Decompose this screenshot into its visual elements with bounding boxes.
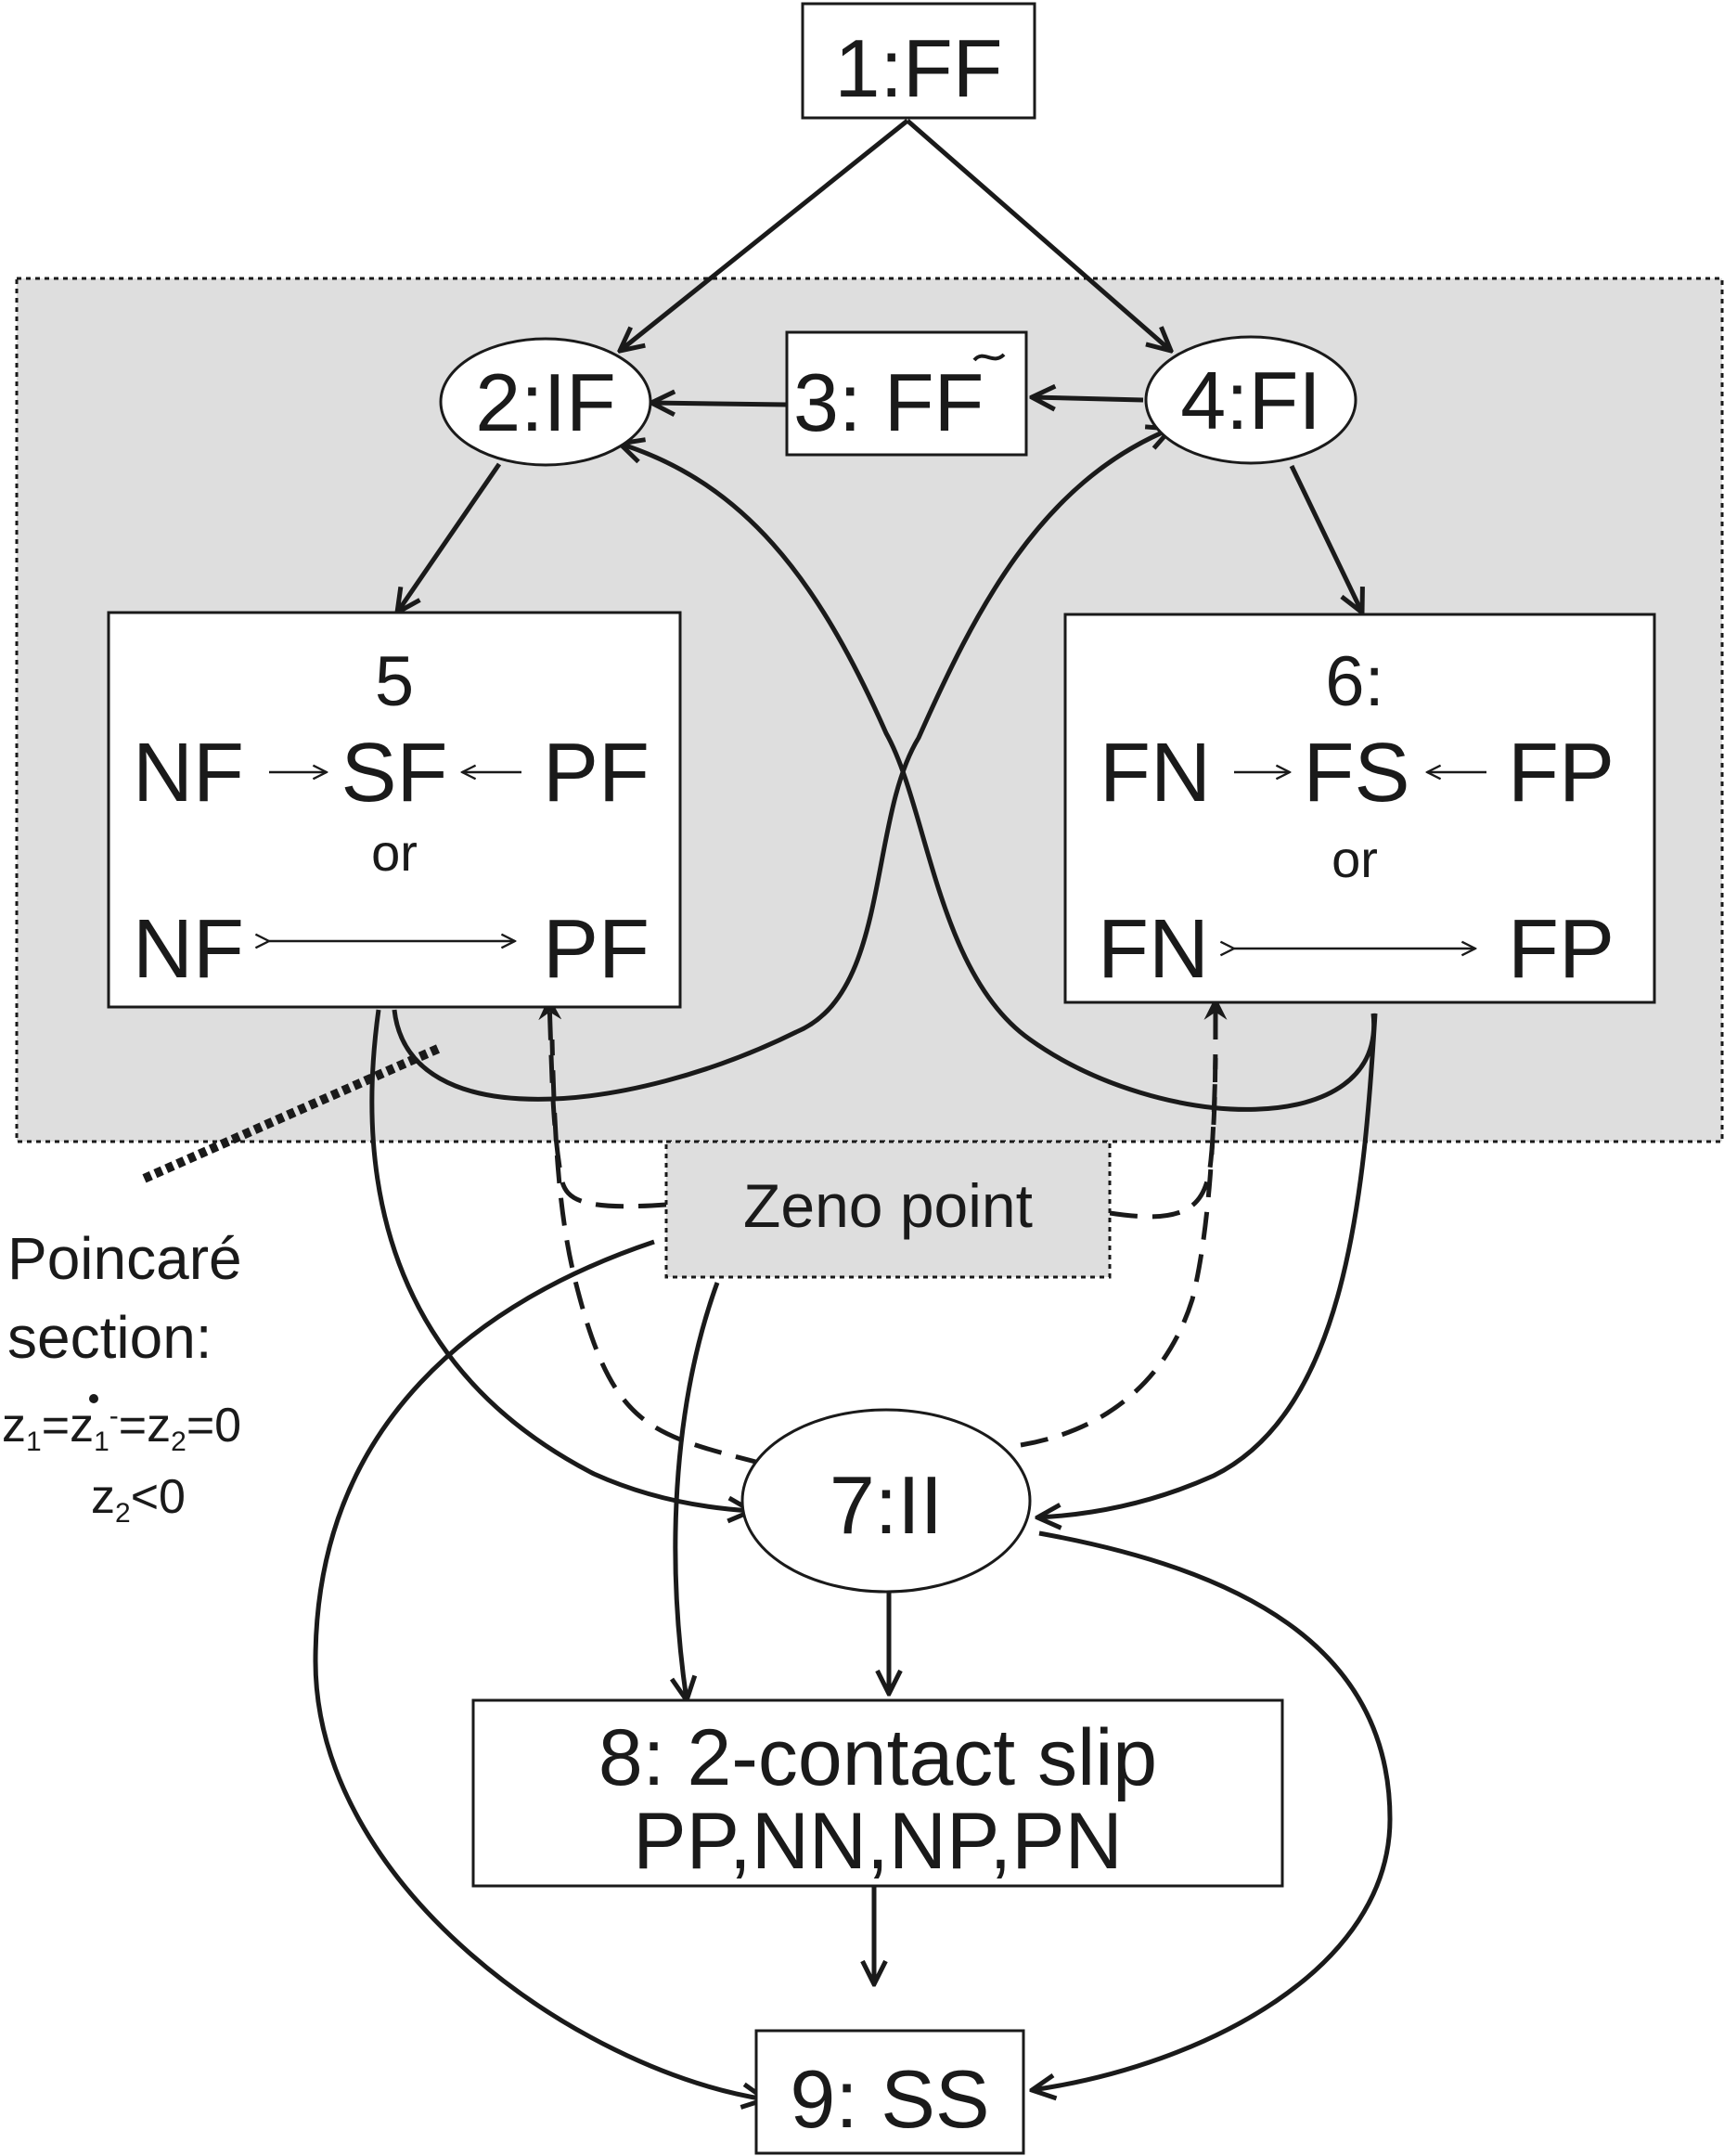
edge-1-to-4 xyxy=(906,119,1171,351)
node-3-label: 3: FF xyxy=(793,356,984,448)
poincare-condition-1: z1=z1-=z2=0 xyxy=(2,1399,241,1457)
eq1-zdot: z xyxy=(70,1399,94,1452)
node-4-ellipse xyxy=(1144,335,1357,465)
node-5: 5 NF SF PF or NF PF xyxy=(107,611,682,1009)
node-3-label-tilde-letter: F xyxy=(934,356,984,448)
eq1-z: z xyxy=(2,1399,26,1452)
node-1: 1:FF xyxy=(801,2,1036,120)
node-9-label: 9: SS xyxy=(790,2053,989,2145)
zeno-point: Zeno point xyxy=(664,1140,1112,1279)
node-3-tilde-mark xyxy=(972,353,1006,362)
eq1-equals-z: =z xyxy=(119,1399,171,1452)
edge-4-to-3 xyxy=(1032,397,1144,400)
node-8-line2: PP,NN,NP,PN xyxy=(633,1797,1122,1886)
node-5-title: 5 xyxy=(375,642,414,721)
node-7: 7:II xyxy=(740,1408,1032,1594)
node-8: 8: 2-contact slip PP,NN,NP,PN xyxy=(471,1698,1284,1888)
edge-1-to-2 xyxy=(620,119,909,351)
node-2-ellipse xyxy=(439,337,652,467)
edges xyxy=(313,119,1393,2099)
node-2: 2:IF xyxy=(439,337,652,467)
node-3: 3: FF xyxy=(785,330,1028,457)
node-8-line1: 8: 2-contact slip xyxy=(598,1713,1157,1802)
node-6-row1-left: FN xyxy=(1100,727,1211,820)
node-5-row2-left: NF xyxy=(133,903,244,996)
node-9: 9: SS xyxy=(754,2029,1025,2155)
edge-5-to-7 xyxy=(369,1009,752,1511)
edge-zeno-to-8 xyxy=(675,1282,720,1700)
edge-6-to-7 xyxy=(1037,1013,1378,1517)
eq1-tail: =0 xyxy=(187,1399,241,1452)
node-4: 4:FI xyxy=(1144,335,1357,465)
node-5-row1-mid: SF xyxy=(341,727,447,820)
node-3-box xyxy=(785,330,1028,457)
edge-7-to-9 xyxy=(1032,1530,1393,2090)
node-6-row1-mid: FS xyxy=(1303,727,1409,820)
node-5-row1-right: PF xyxy=(543,727,650,820)
edge-zeno-to-5 xyxy=(538,996,667,1209)
node-6: 6: FN FS FP or FN FP xyxy=(1063,613,1656,1004)
node-3-label-main: 3: F xyxy=(793,356,934,448)
node-5-row2-right: PF xyxy=(543,903,650,996)
node-5-row1-left: NF xyxy=(133,727,244,820)
zeno-point-box xyxy=(664,1140,1112,1279)
node-8-box xyxy=(471,1698,1284,1888)
node-6-row2-left: FN xyxy=(1098,903,1209,996)
edge-7-to-6 xyxy=(1020,1057,1218,1448)
eq2-tail: <0 xyxy=(131,1470,186,1524)
edge-3-to-2 xyxy=(651,403,788,405)
edge-4-to-6 xyxy=(1289,464,1362,613)
node-5-or: or xyxy=(371,823,418,882)
eq1-equals: = xyxy=(42,1399,70,1452)
node-6-row1-right: FP xyxy=(1508,727,1615,820)
node-9-box xyxy=(754,2029,1025,2155)
poincare-line2: section: xyxy=(7,1304,212,1371)
zeno-point-label: Zeno point xyxy=(743,1171,1033,1240)
node-7-ellipse xyxy=(740,1408,1032,1594)
eq1-sup: - xyxy=(109,1401,119,1431)
poincare-line1: Poincaré xyxy=(7,1225,242,1292)
poincare-condition-2: z2<0 xyxy=(91,1470,186,1529)
node-1-box xyxy=(801,2,1036,120)
node-4-label: 4:FI xyxy=(1180,355,1321,446)
node-6-box xyxy=(1063,613,1656,1004)
eq2-sub: 2 xyxy=(115,1498,131,1529)
node-6-row2-right: FP xyxy=(1508,903,1615,996)
eq1-sub2: 1 xyxy=(94,1427,109,1457)
node-6-or: or xyxy=(1332,830,1378,888)
node-7-label: 7:II xyxy=(830,1459,943,1551)
node-2-label: 2:IF xyxy=(475,356,616,448)
eq1-sub3: 2 xyxy=(171,1427,187,1457)
edge-zeno-to-9 xyxy=(313,1239,766,2099)
zdot-dot xyxy=(89,1394,98,1403)
edge-6-to-2 xyxy=(620,444,1377,1112)
eq1-sub1: 1 xyxy=(26,1427,42,1457)
edge-2-to-5 xyxy=(397,462,502,613)
node-6-title: 6: xyxy=(1325,642,1383,721)
eq2-z: z xyxy=(91,1470,115,1524)
poincare-caption: Poincaré section: z1=z1-=z2=0 z2<0 xyxy=(2,1225,242,1529)
edge-zeno-to-6 xyxy=(1109,996,1228,1220)
edge-5-to-4 xyxy=(392,429,1171,1102)
poincare-section-line xyxy=(141,1044,441,1183)
node-1-label: 1:FF xyxy=(835,22,1003,114)
